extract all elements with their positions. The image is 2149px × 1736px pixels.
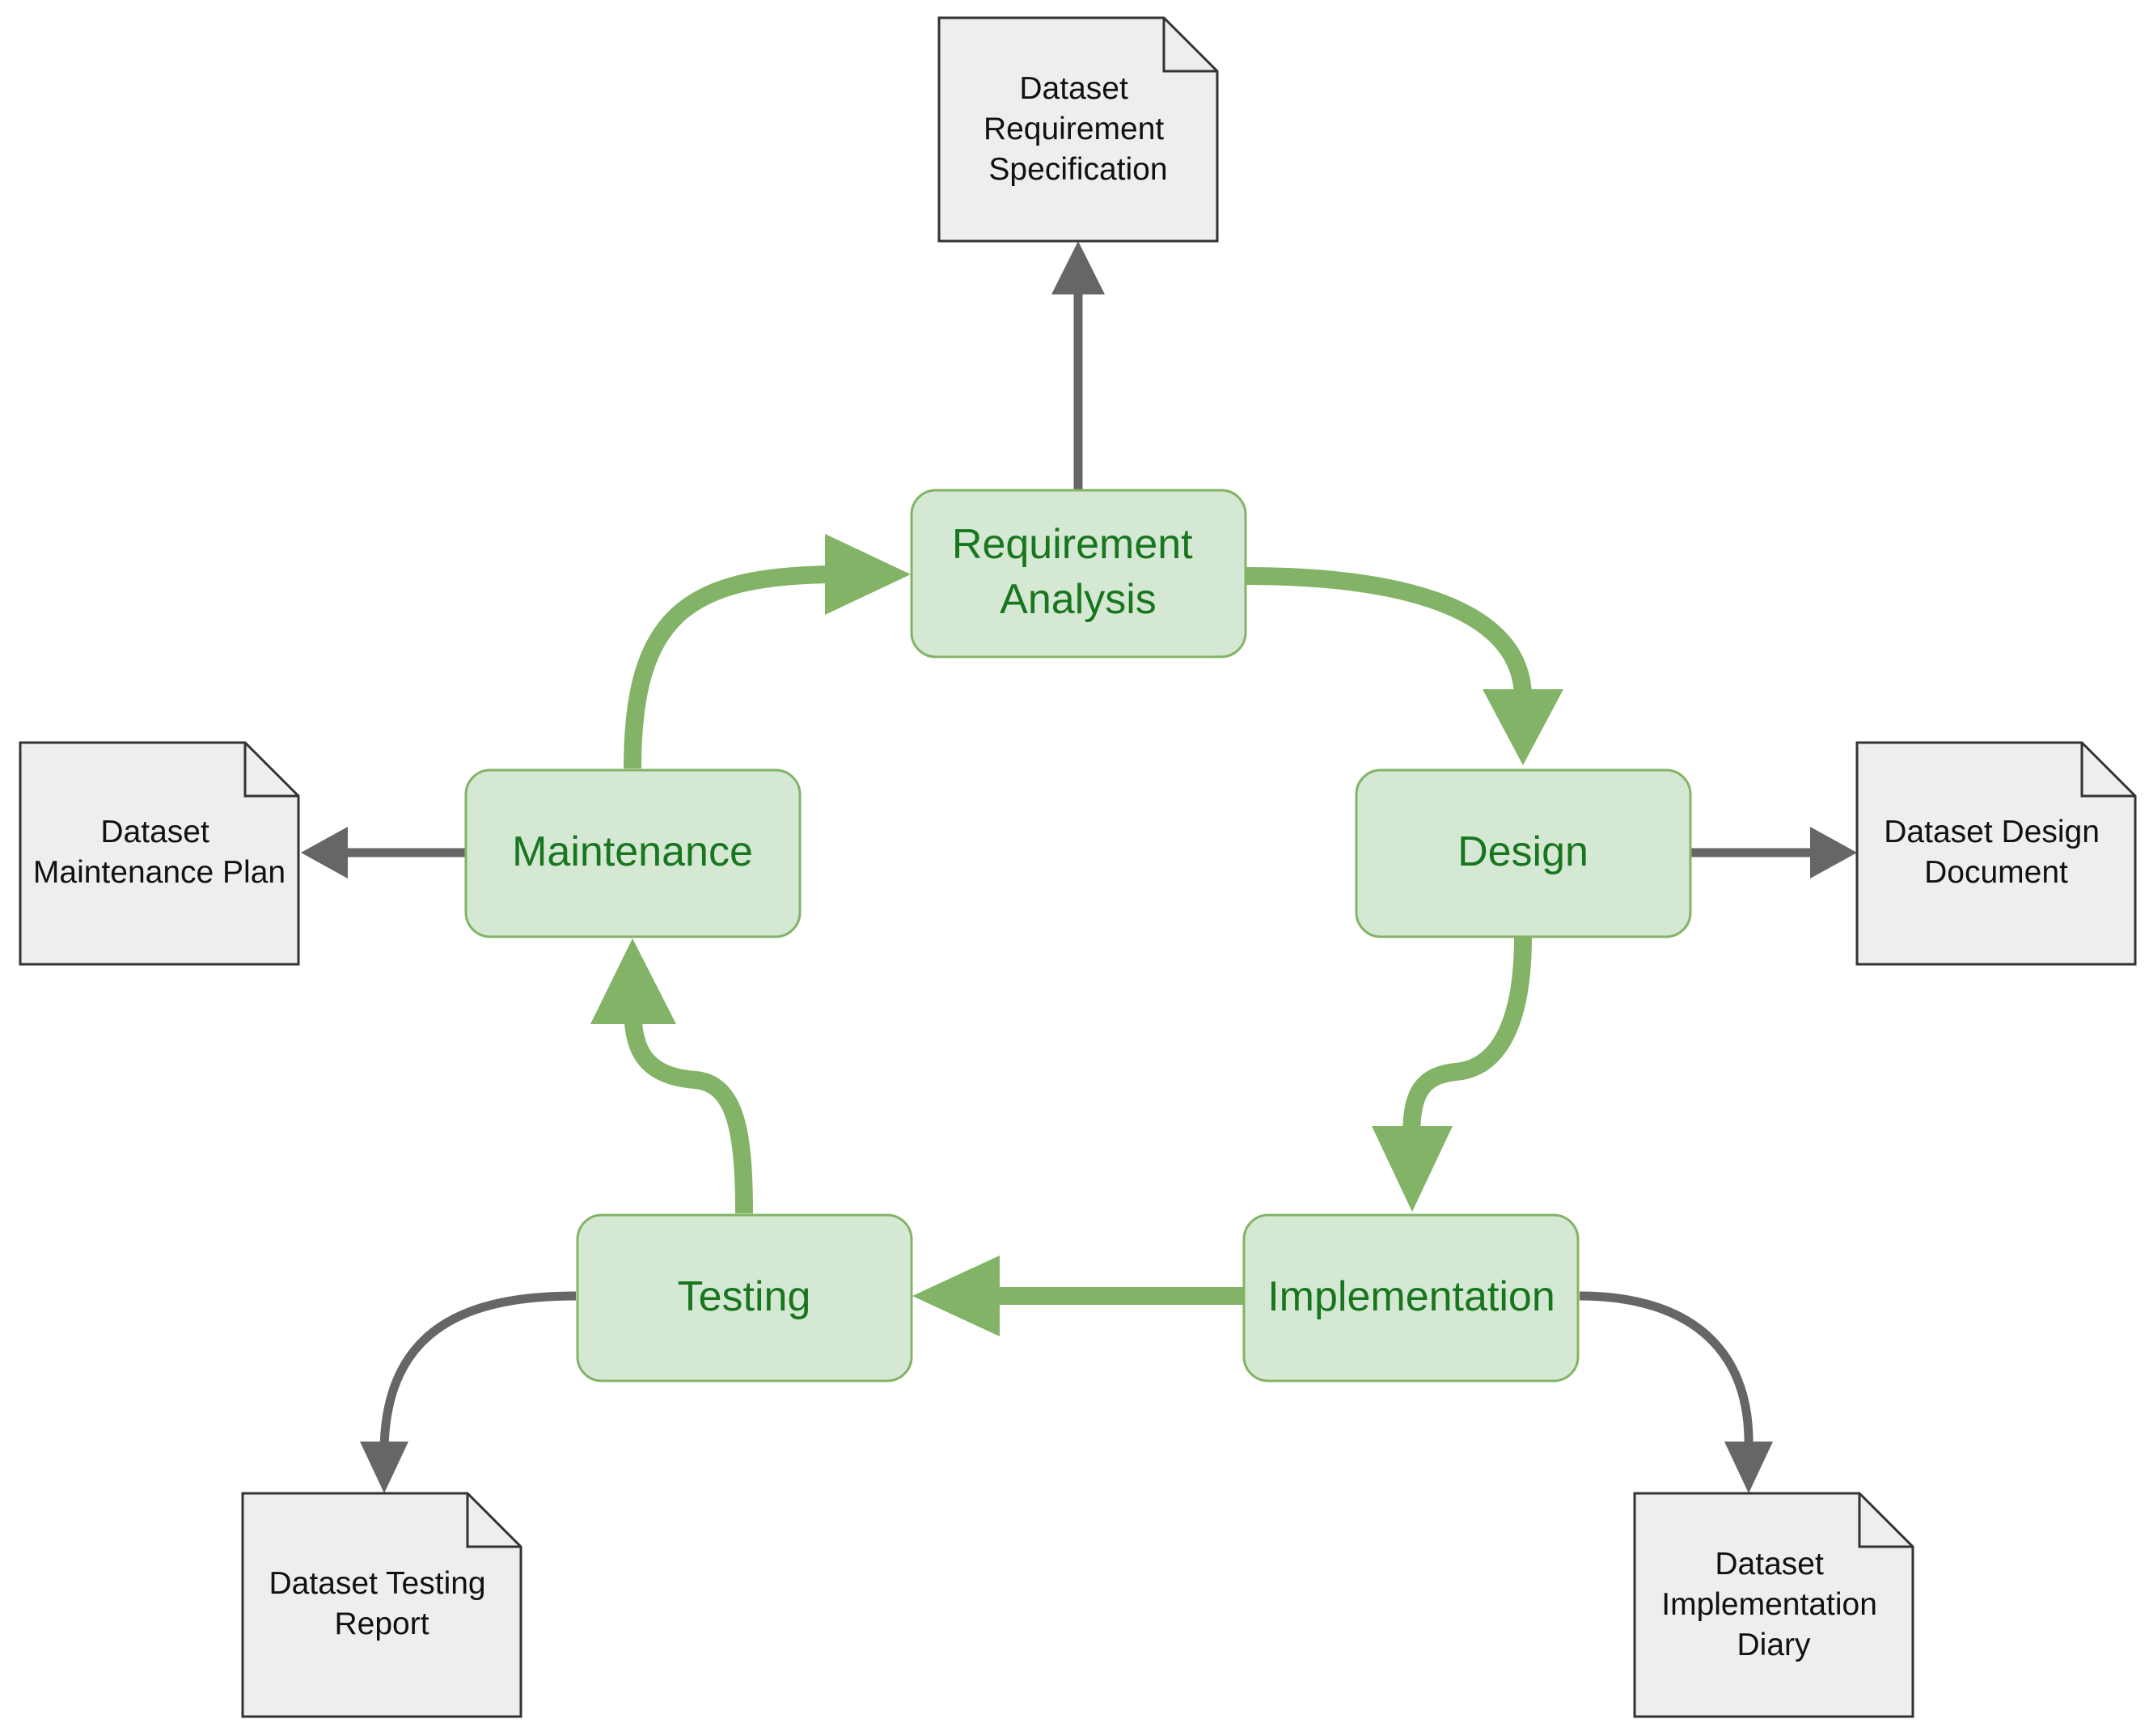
arrowhead-implementation	[1372, 1126, 1453, 1212]
doc-plan-line-1: Dataset	[100, 815, 209, 849]
svg-text:Requirement Analysis: Requirement Analysis	[952, 521, 1204, 623]
arrowhead-design	[1483, 689, 1563, 765]
arrowhead-spec	[1051, 241, 1105, 294]
arrow-testing-to-report	[379, 1291, 577, 1449]
stage-design: Design	[1355, 768, 1692, 938]
doc-design-line-2: Document	[1924, 855, 2068, 890]
doc-design-line-1: Dataset Design	[1884, 815, 2100, 849]
stage-design-label: Design	[1457, 828, 1588, 875]
doc-diary-line-2: Implementation	[1661, 1587, 1877, 1622]
svg-text:Dataset Requirement: Dataset Requirement Specification	[984, 71, 1173, 187]
doc-spec-line-1: Dataset	[1019, 71, 1128, 106]
svg-text:Testing: Testing	[678, 1273, 811, 1320]
doc-diary-line-3: Diary	[1737, 1628, 1811, 1662]
document-maintenance-plan: Dataset Maintenance Plan	[19, 741, 300, 966]
doc-spec-line-3: Specification	[988, 152, 1167, 187]
arrowhead-diary	[1724, 1442, 1773, 1493]
arrowhead-plan	[301, 827, 348, 879]
doc-plan-line-2: Maintenance Plan	[33, 855, 286, 890]
document-design: Dataset Design Document	[1855, 741, 2137, 966]
svg-text:Dataset Testing Report: Dataset Testing Report	[269, 1566, 495, 1641]
document-testing-report: Dataset Testing Report	[241, 1492, 522, 1718]
cycle-arrows	[590, 534, 1563, 1336]
stage-requirement-line-1: Requirement	[952, 521, 1193, 568]
output-arrows	[301, 241, 1857, 1493]
stage-maintenance: Maintenance	[464, 768, 802, 938]
arrowhead-design-doc	[1810, 827, 1857, 879]
doc-report-line-2: Report	[334, 1607, 429, 1641]
svg-text:Design: Design	[1457, 828, 1588, 875]
arrowhead-report	[360, 1442, 408, 1493]
svg-text:Dataset Maintenance Plan: Dataset Maintenance Plan	[33, 815, 286, 890]
arrowhead-testing	[912, 1255, 1000, 1336]
svg-text:Dataset Design Document: Dataset Design Document	[1884, 815, 2108, 890]
stage-testing: Testing	[576, 1213, 913, 1382]
doc-diary-line-1: Dataset	[1715, 1547, 1824, 1581]
arrowhead-maintenance	[590, 938, 676, 1024]
stage-maintenance-label: Maintenance	[512, 828, 753, 875]
stage-testing-label: Testing	[678, 1273, 811, 1320]
doc-report-line-1: Dataset Testing	[269, 1566, 486, 1601]
document-requirement-specification: Dataset Requirement Specification	[937, 16, 1219, 243]
arrow-testing-to-maintenance	[624, 1002, 753, 1214]
arrow-requirement-to-design	[1245, 567, 1532, 697]
arrow-design-to-implementation	[1402, 936, 1532, 1150]
stage-implementation-label: Implementation	[1267, 1273, 1555, 1320]
svg-text:Implementation: Implementation	[1267, 1273, 1555, 1320]
arrow-maintenance-to-requirement	[624, 565, 834, 769]
arrow-implementation-to-diary	[1579, 1291, 1753, 1449]
svg-text:Maintenance: Maintenance	[512, 828, 753, 875]
stage-requirement-line-2: Analysis	[1000, 576, 1157, 623]
doc-spec-line-2: Requirement	[984, 112, 1164, 146]
document-implementation-diary: Dataset Implementation Diary	[1633, 1492, 1914, 1718]
svg-text:Dataset Implementation: Dataset Implementation Diary	[1661, 1547, 1885, 1662]
arrowhead-requirement	[825, 534, 911, 615]
stage-requirement-analysis: Requirement Analysis	[910, 489, 1247, 658]
stage-implementation: Implementation	[1242, 1213, 1580, 1382]
